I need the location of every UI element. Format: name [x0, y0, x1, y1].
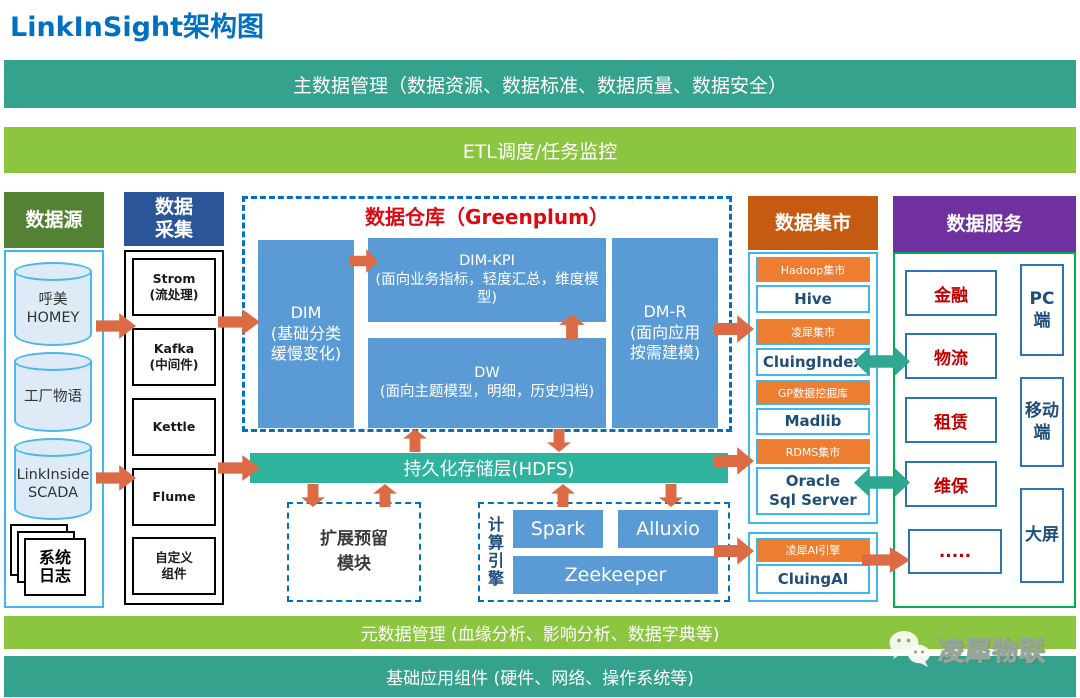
collect-item-kafka: Kafka (中间件): [132, 328, 216, 386]
wechat-icon: [889, 631, 930, 667]
warehouse-dim-box: DIM (基础分类 缓慢变化): [258, 240, 354, 428]
channel-screen-box: 大屏: [1020, 488, 1064, 583]
collect-item-strom: Strom (流处理): [132, 258, 216, 316]
compute-zeekeeper-box: Zeekeeper: [513, 556, 718, 594]
arrow-warehouse-to-hdfs-down: [547, 429, 571, 452]
warehouse-dmr-box: DM-R (面向应用 按需建模): [612, 238, 718, 428]
database-cylinder-homey: 呼美 HOMEY: [14, 262, 92, 346]
cylinder-body: [14, 361, 92, 432]
company-name: 凌犀物联: [937, 636, 1047, 667]
service-finance-box: 金融: [905, 270, 997, 316]
warehouse-dw-box: DW (面向主题模型，明细，历史归档): [368, 338, 606, 428]
cylinder-body: [14, 447, 92, 520]
data-service-header: 数据服务: [893, 196, 1076, 252]
source-factory-label: 工厂物语: [24, 388, 82, 405]
data-collection-header: 数据 采集: [124, 192, 224, 246]
compute-engine-label: 计算引擎: [485, 516, 504, 588]
mart-name-oracle: Oracle Sql Server: [756, 467, 870, 515]
source-scada-label: LinkInside SCADA: [16, 466, 90, 501]
banner-master-data-management: 主数据管理（数据资源、数据标准、数据质量、数据安全）: [4, 60, 1076, 108]
service-logistics-box: 物流: [905, 333, 997, 379]
cylinder-top: [14, 438, 92, 457]
banner-etl-scheduling: ETL调度/任务监控: [4, 127, 1076, 173]
mart-tag-hadoop: Hadoop集市: [756, 257, 870, 282]
arrow-hdfs-to-warehouse-up: [403, 429, 427, 452]
banner-foundation-components: 基础应用组件 (硬件、网络、操作系统等): [4, 656, 1076, 697]
collect-item-custom: 自定义 组件: [132, 537, 216, 595]
compute-alluxio-box: Alluxio: [618, 510, 718, 548]
hdfs-storage-bar: 持久化存储层(HDFS): [250, 453, 728, 483]
data-mart-header: 数据集市: [748, 196, 878, 250]
system-log-label: 系统 日志: [24, 538, 86, 596]
channel-pc-box: PC 端: [1020, 264, 1064, 356]
database-cylinder-factory: 工厂物语: [14, 352, 92, 432]
mart-name-hive: Hive: [756, 285, 870, 313]
mart-name-cluingindex: CluingIndex: [756, 348, 870, 376]
service-maintenance-box: 维保: [905, 461, 997, 507]
data-warehouse-title: 数据仓库（Greenplum）: [365, 204, 609, 229]
page-title: LinkInSight架构图: [10, 12, 265, 43]
mart-name-cluingai: CluingAI: [756, 564, 870, 594]
system-log-stack-icon: 系统 日志: [10, 524, 92, 600]
collect-item-flume: Flume: [132, 468, 216, 526]
warehouse-dimkpi-box: DIM-KPI (面向业务指标，轻度汇总，维度模型): [368, 238, 606, 322]
database-cylinder-scada: LinkInside SCADA: [14, 438, 92, 520]
reserved-module-box: 扩展预留 模块: [287, 502, 421, 602]
collect-item-kettle: Kettle: [132, 398, 216, 456]
service-more-box: .....: [908, 529, 1002, 574]
mart-tag-ai: 凌犀AI引擎: [756, 538, 870, 562]
mart-tag-lingxi: 凌犀集市: [756, 319, 870, 345]
company-watermark: 凌犀物联: [888, 622, 1074, 676]
mart-name-madlib: Madlib: [756, 408, 870, 435]
compute-spark-box: Spark: [513, 510, 603, 548]
mart-tag-gp: GP数据挖掘库: [756, 380, 870, 405]
cylinder-top: [14, 262, 92, 281]
data-source-header: 数据源: [4, 192, 104, 248]
service-leasing-box: 租赁: [905, 397, 997, 443]
mart-tag-rdms: RDMS集市: [756, 439, 870, 464]
source-homey-label: 呼美 HOMEY: [26, 291, 80, 326]
channel-mobile-box: 移动 端: [1020, 377, 1064, 467]
cylinder-body: [14, 271, 92, 346]
cylinder-top: [14, 352, 92, 371]
